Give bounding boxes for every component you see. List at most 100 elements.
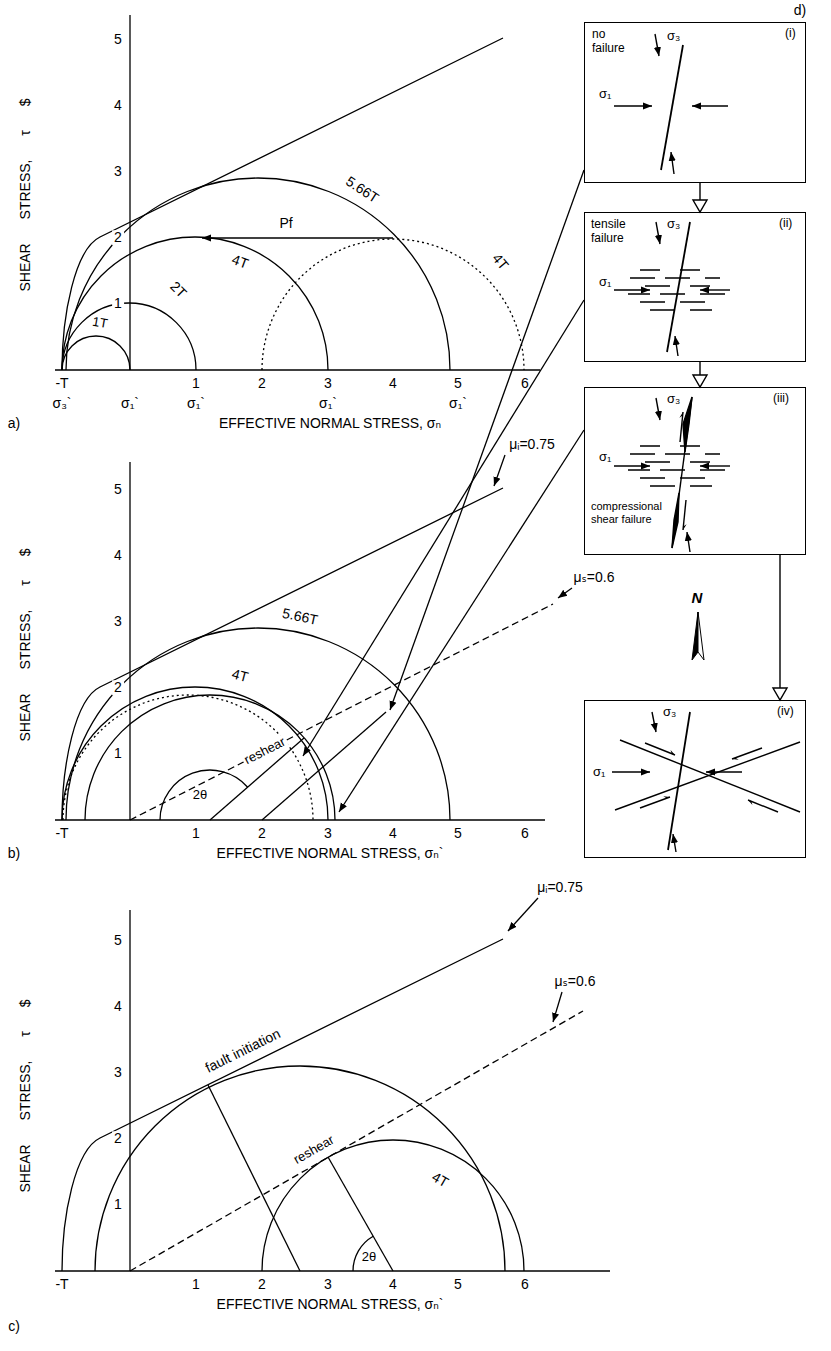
fault-sketch-iii-stroke (687, 532, 690, 552)
mohr-plot-b-stroke (558, 588, 572, 598)
mohr-plot-a-stroke (62, 38, 503, 370)
fault-sketch-iv-stroke (673, 834, 676, 852)
panel-letter: b) (8, 846, 20, 861)
tick-label: -T (55, 376, 68, 391)
fault-sketch-iv-stroke (652, 712, 656, 732)
tick-label: 4 (389, 826, 397, 841)
axis-title: SHEAR STRESS, τ $ (18, 98, 33, 291)
stress-symbol: compressional shear failure (591, 500, 671, 525)
arrow-shaft (699, 183, 700, 200)
panel-letter: a) (8, 416, 20, 431)
circle-label: 4T (429, 1169, 451, 1191)
stress-label: σ₁` (121, 396, 139, 411)
arrow-shaft (699, 362, 700, 375)
mohr-plot-c-stroke (55, 1270, 610, 1271)
tick-label: 4 (112, 98, 124, 113)
pressure-label: Pf (279, 216, 292, 231)
mohr-plot-c-stroke (208, 1085, 300, 1271)
mohr-plot-b-stroke (494, 455, 505, 486)
fault-sketch-ii-stroke (667, 222, 690, 352)
tick-label: 5 (454, 826, 462, 841)
fault-sketch-iv-stroke (615, 742, 800, 810)
mohr-plot-c-stroke (62, 939, 503, 1271)
tick-label: 6 (521, 826, 529, 841)
mohr-plot-c-stroke (553, 992, 562, 1022)
box-number: (iv) (777, 705, 794, 719)
fault-sketch-iv-stroke (668, 712, 690, 850)
circle-label: 4T (489, 251, 511, 273)
fault-sketch-ii-stroke (614, 289, 650, 290)
tick-label: 5 (112, 933, 124, 948)
circle-label: 5.66T (281, 606, 319, 629)
angle-label: 2θ (193, 788, 207, 802)
mohr-plot-a-stroke (62, 336, 130, 370)
axis-title: SHEAR STRESS, τ $ (18, 548, 33, 741)
circle-label: 5.66T (343, 174, 381, 206)
mohr-plot-a-stroke (66, 178, 450, 370)
fault-sketch-i-stroke (671, 152, 674, 174)
hollow-arrowhead (693, 375, 707, 387)
mohr-plot-a-stroke (55, 369, 540, 370)
fault-sketch-iii-stroke (700, 465, 730, 466)
circle-label: 1T (91, 315, 108, 332)
fault-sketch-iv-stroke (748, 800, 778, 812)
fault-sketch-iii-stroke (672, 493, 679, 548)
angle-label: 2θ (362, 1250, 376, 1264)
fault-sketch-i-stroke (655, 34, 659, 56)
mohr-plot-b-stroke (85, 695, 335, 820)
tick-label: 2 (112, 1131, 124, 1146)
fault-sketch-iv-stroke (640, 797, 670, 808)
mohr-plot-b-stroke (129, 462, 130, 820)
friction-label: μₛ=0.6 (555, 974, 596, 989)
panel-letter: c) (8, 1319, 20, 1334)
hollow-arrowhead (773, 688, 787, 700)
tick-label: -T (55, 1277, 68, 1292)
north-arrow (692, 612, 704, 660)
mohr-plot-a-stroke (262, 239, 524, 370)
fault-sketch-i-stroke (692, 105, 728, 106)
fault-sketch-i (614, 34, 728, 174)
tick-label: 5 (112, 482, 124, 497)
north-arrow-stroke (698, 612, 704, 660)
tick-label: 3 (324, 826, 332, 841)
tick-label: 1 (192, 826, 200, 841)
fault-sketch-ii-stroke (700, 289, 730, 290)
panel-box: (iii)σ₃σ₁compressional shear failure (584, 387, 806, 555)
tick-label: 1 (112, 746, 124, 761)
tick-label: 2 (112, 680, 124, 695)
mohr-plot-b-stroke (339, 430, 584, 812)
line-label: fault initiation (203, 1026, 283, 1076)
hollow-arrowhead (693, 200, 707, 212)
axis-title: EFFECTIVE NORMAL STRESS, σₙ (219, 416, 441, 431)
box-number: (i) (785, 27, 796, 41)
box-number: (iii) (773, 392, 789, 406)
mohr-plot-a-stroke (62, 237, 328, 370)
box-heading: tensile failure (591, 218, 643, 246)
mohr-plot-b-stroke (390, 170, 584, 710)
mohr-plot-b-stroke (262, 712, 386, 820)
fault-sketch-ii (614, 222, 730, 356)
fault-sketch-iii (614, 397, 730, 552)
fault-sketch-iii-stroke (680, 412, 683, 442)
tick-label: 3 (324, 1277, 332, 1292)
line-label: reshear (240, 734, 289, 769)
tick-label: -T (55, 826, 68, 841)
fault-sketch-iv-stroke (620, 740, 800, 812)
tick-label: 6 (521, 1277, 529, 1292)
panel-box: no failure(i)σ₃σ₁ (584, 22, 806, 183)
tick-label: 4 (389, 1277, 397, 1292)
tick-label: 3 (112, 164, 124, 179)
mohr-plot-c-stroke (95, 1066, 505, 1271)
fault-sketch-iv-stroke (645, 743, 675, 755)
axis-title: EFFECTIVE NORMAL STRESS, σₙ` (217, 1297, 444, 1312)
fault-sketch-ii-stroke (675, 336, 678, 356)
stress-symbol: σ₃ (663, 705, 676, 720)
mohr-plot-c-stroke (508, 898, 538, 931)
tick-label: 5 (112, 32, 124, 47)
fault-sketch-iv-stroke (612, 771, 650, 772)
tick-label: 5 (454, 376, 462, 391)
stress-symbol: σ₁ (593, 765, 605, 780)
